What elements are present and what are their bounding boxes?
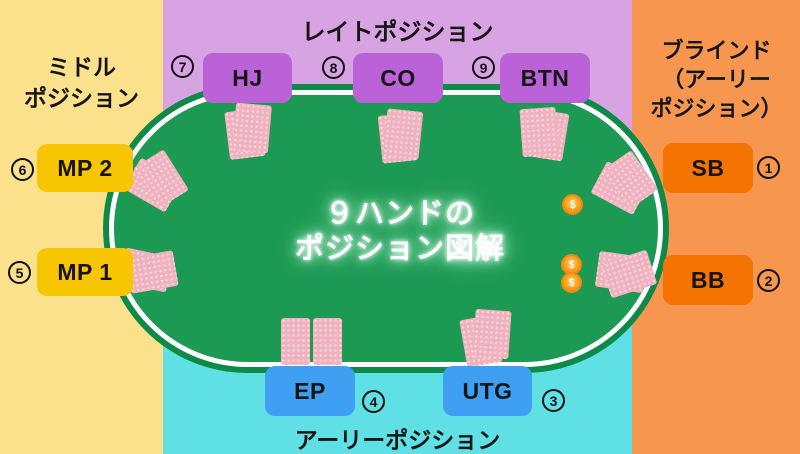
coin-icon-bb-2: $ <box>561 272 582 293</box>
blinds-label: ブラインド （アーリー ポジション） <box>633 36 800 123</box>
seat-btn: BTN <box>500 53 590 103</box>
seat-number-badge-sb: 1 <box>757 156 780 179</box>
seat-hj: HJ <box>203 53 292 103</box>
blinds-label-line3: ポジション） <box>650 96 783 121</box>
seat-number-badge-co: 8 <box>322 56 345 79</box>
blinds-label-line2: （アーリー <box>662 67 771 92</box>
card-back-icon <box>231 102 273 154</box>
late-position-label: レイトポジション <box>301 19 494 46</box>
card-back-icon <box>519 106 559 158</box>
seat-ep: EP <box>265 366 355 416</box>
coin-dollar-symbol: $ <box>568 276 575 289</box>
seat-mp2: MP 2 <box>37 144 133 192</box>
seat-sb: SB <box>663 143 753 193</box>
seat-bb: BB <box>663 255 753 305</box>
coin-dollar-symbol: $ <box>569 198 576 211</box>
seat-number-badge-ep: 4 <box>362 390 385 413</box>
seat-number-badge-btn: 9 <box>472 56 495 79</box>
card-back-icon <box>281 318 310 365</box>
blinds-label-line1: ブラインド <box>661 38 772 63</box>
middle-position-label: ミドル ポジション <box>0 52 163 114</box>
table-title-line1: ９ハンドの <box>324 198 475 230</box>
seat-mp1: MP 1 <box>37 248 133 296</box>
table-title: ９ハンドの ポジション図解 <box>203 197 597 267</box>
card-back-icon <box>382 108 424 160</box>
card-back-icon <box>313 318 342 365</box>
coin-icon-sb: $ <box>562 194 583 215</box>
seat-number-badge-mp2: 6 <box>11 158 34 181</box>
seat-number-badge-mp1: 5 <box>8 261 31 284</box>
middle-position-label-line2: ポジション <box>24 85 139 111</box>
seat-number-badge-utg: 3 <box>542 389 565 412</box>
seat-co: CO <box>353 53 443 103</box>
seat-number-badge-hj: 7 <box>171 55 194 78</box>
middle-position-label-line1: ミドル <box>47 54 116 80</box>
coin-dollar-symbol: $ <box>568 258 575 271</box>
seat-number-badge-bb: 2 <box>757 269 780 292</box>
early-position-label: アーリーポジション <box>294 427 501 453</box>
card-back-icon <box>472 308 512 360</box>
seat-utg: UTG <box>443 366 532 416</box>
table-title-line2: ポジション図解 <box>294 233 505 265</box>
